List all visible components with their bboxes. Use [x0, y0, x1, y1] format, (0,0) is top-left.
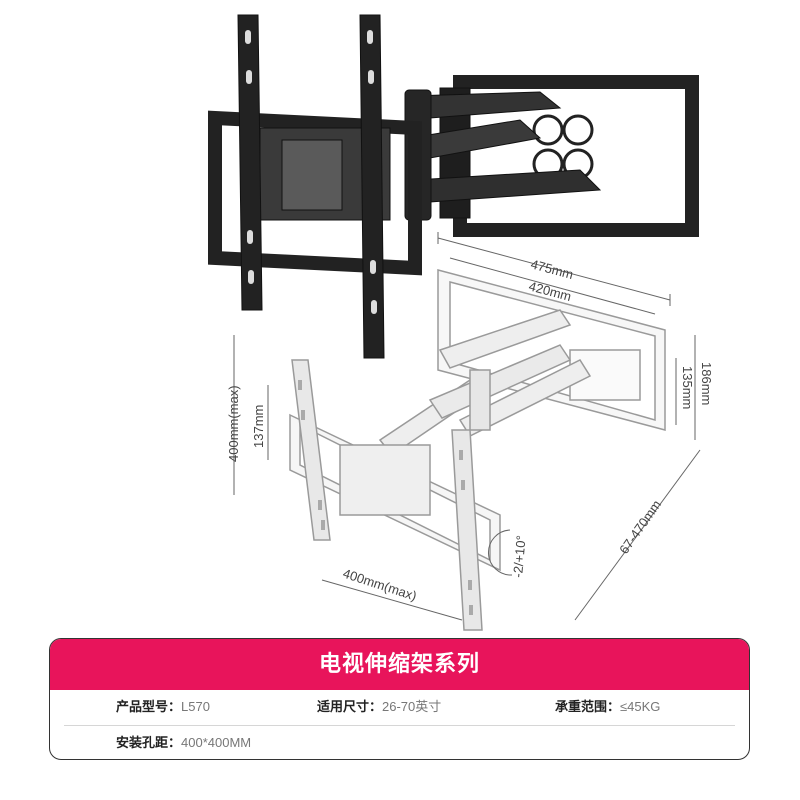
load-spec: 承重范围：≤45KG	[555, 699, 660, 716]
load-value: ≤45KG	[620, 699, 661, 714]
extension-label: 67-470mm	[616, 497, 664, 557]
spec-row-2: 安装孔距：400*400MM	[64, 725, 735, 759]
black-tv-mount-photo	[208, 14, 699, 359]
size-spec: 适用尺寸：26-70英寸	[317, 699, 441, 716]
model-value: L570	[181, 699, 210, 714]
hole-spacing-label: 安装孔距：	[116, 736, 182, 751]
max-horizontal-label: 400mm(max)	[341, 566, 418, 604]
model-spec: 产品型号：L570	[116, 699, 210, 716]
spec-row-1: 产品型号：L570 适用尺寸：26-70英寸 承重范围：≤45KG	[50, 690, 749, 725]
size-value: 26-70英寸	[382, 699, 442, 714]
outer-width-label: 475mm	[529, 256, 575, 282]
product-illustration: 475mm 420mm 186mm 135mm 400mm(max) 137mm…	[208, 14, 714, 631]
model-label: 产品型号：	[116, 700, 182, 715]
outer-height-label: 186mm	[699, 362, 714, 405]
hole-spacing-spec: 安装孔距：400*400MM	[116, 735, 251, 752]
size-label: 适用尺寸：	[317, 700, 383, 715]
bracket-height-label: 137mm	[251, 405, 266, 448]
spec-card: 电视伸缩架系列 产品型号：L570 适用尺寸：26-70英寸 承重范围：≤45K…	[49, 638, 750, 760]
hole-spacing-value: 400*400MM	[181, 735, 252, 750]
technical-line-drawing	[289, 269, 666, 631]
dimension-lines	[233, 232, 701, 621]
series-title: 电视伸缩架系列	[50, 639, 749, 690]
max-vertical-label: 400mm(max)	[226, 385, 241, 462]
inner-height-label: 135mm	[680, 366, 695, 409]
load-label: 承重范围：	[555, 700, 621, 715]
tilt-label: -2/+10°	[510, 535, 529, 579]
